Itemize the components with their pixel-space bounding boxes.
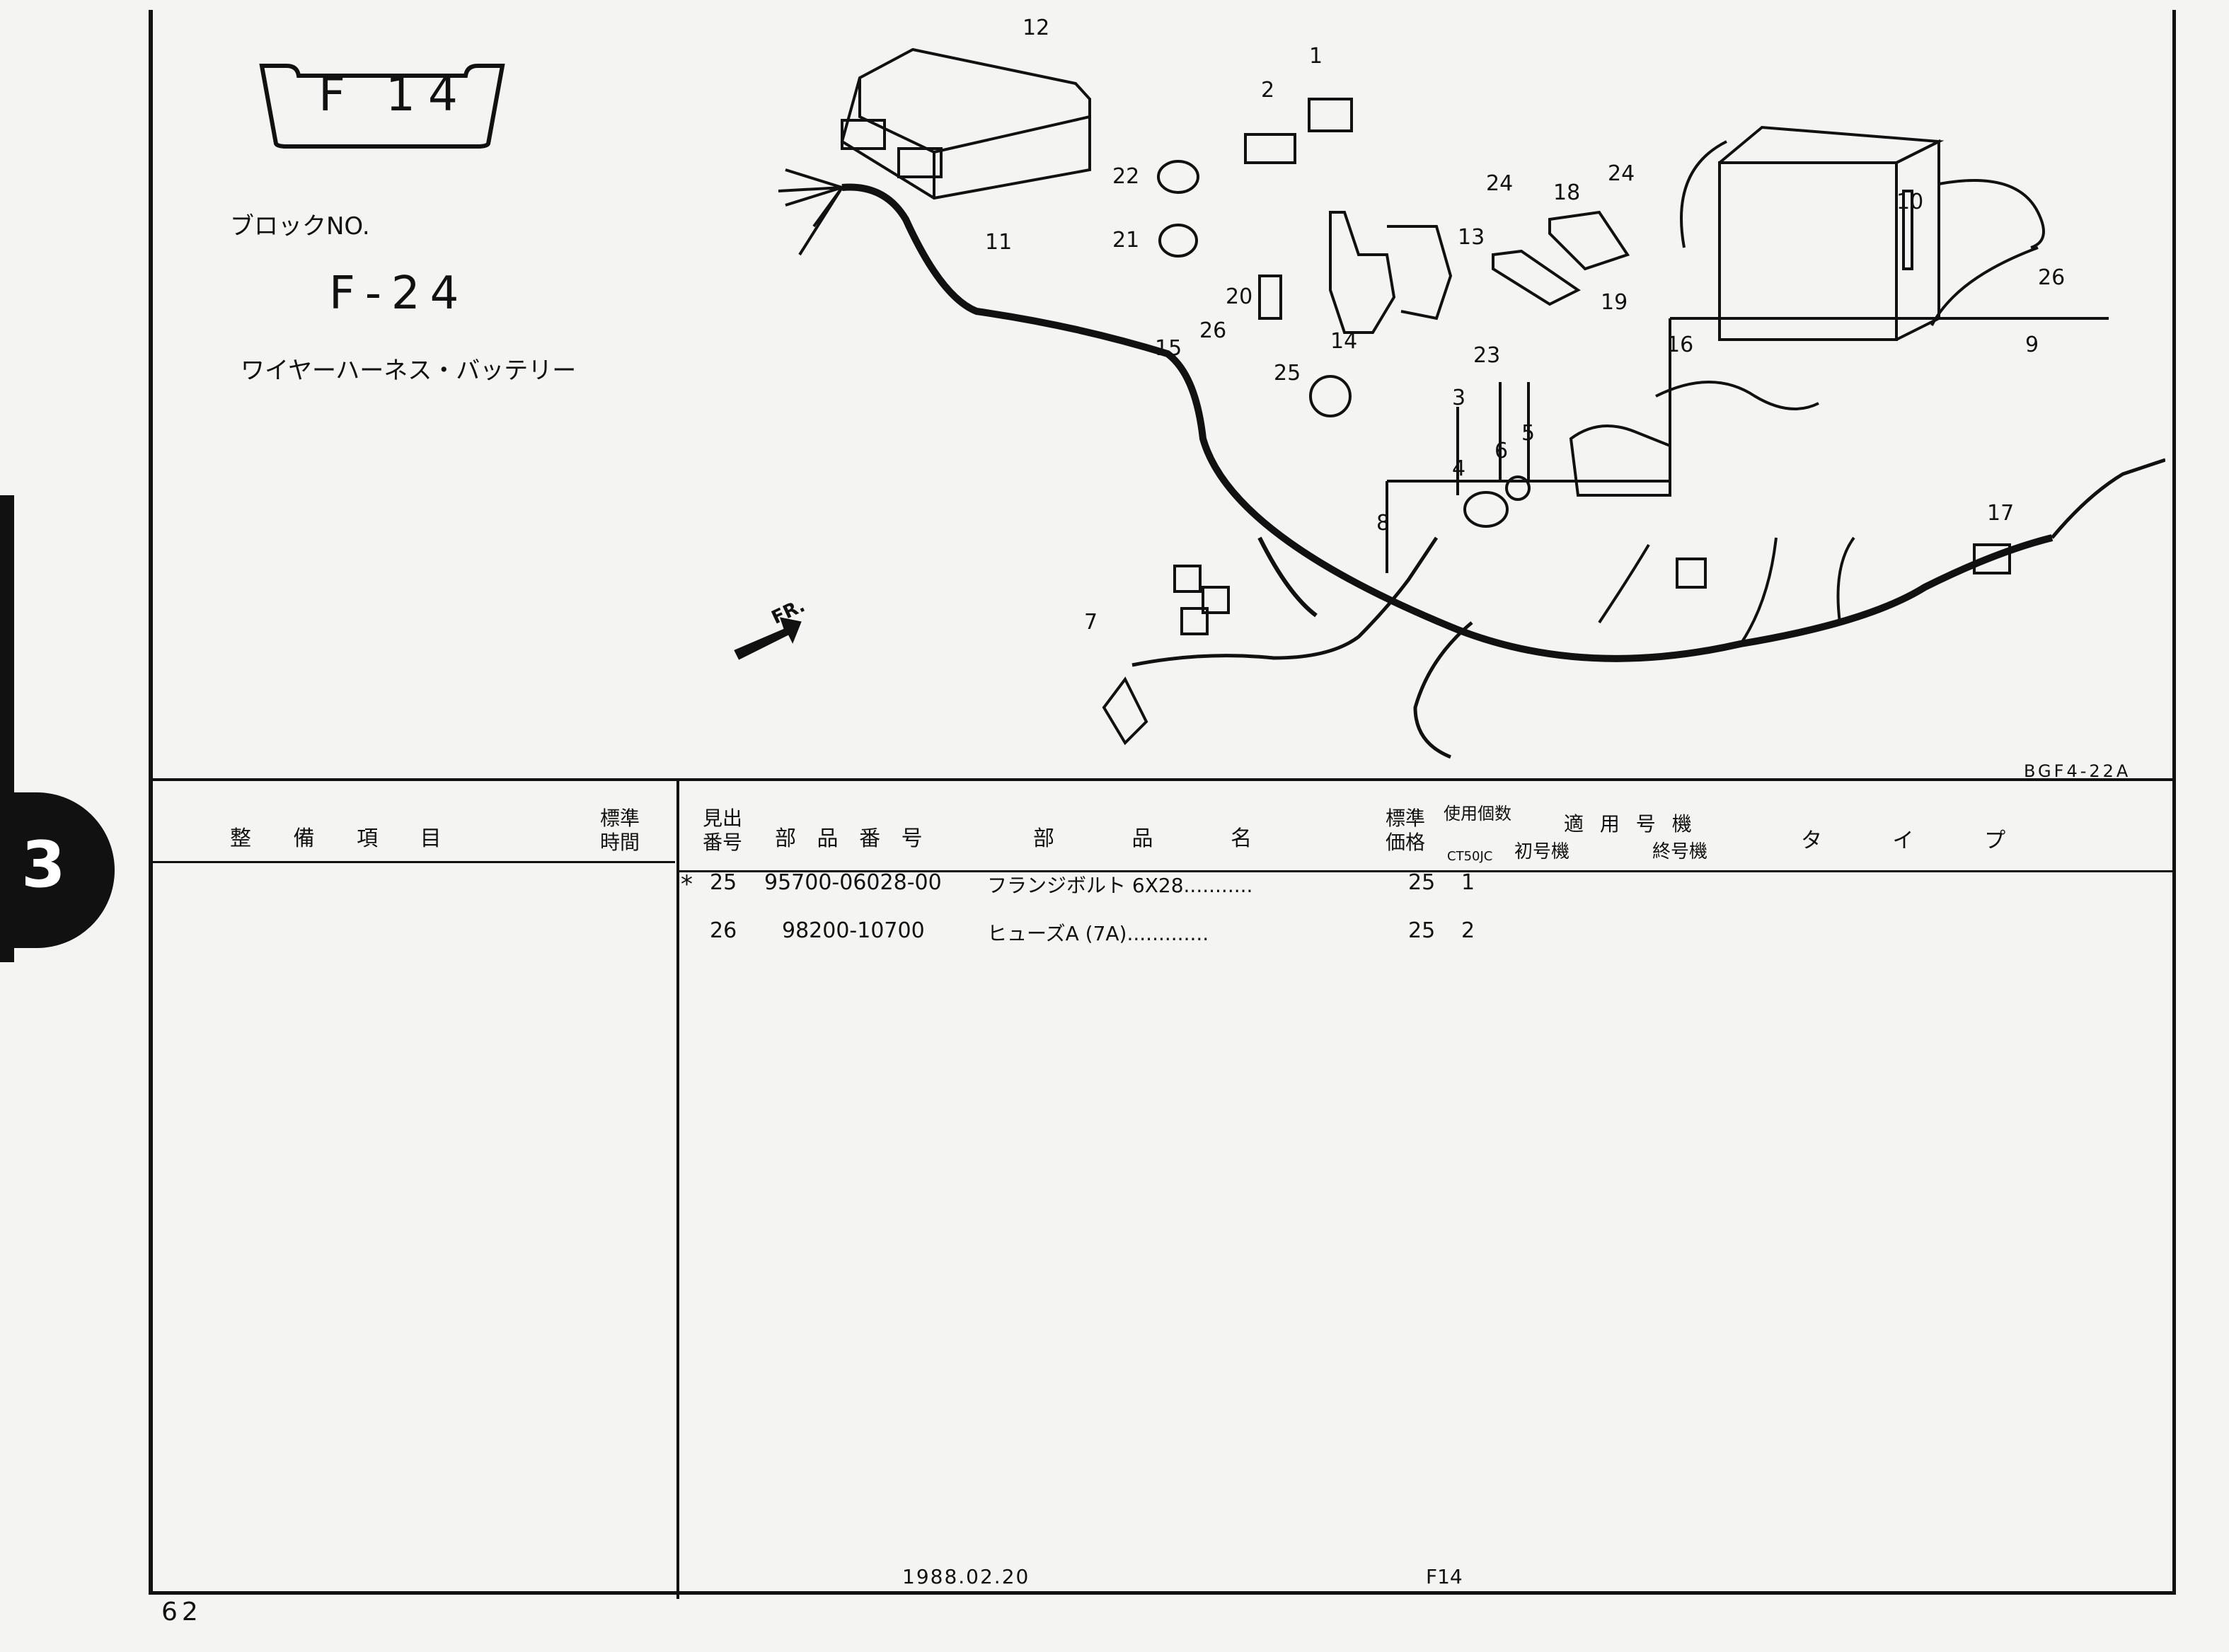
callout-18: 18 [1553,180,1581,205]
callout-9: 9 [2025,333,2039,357]
header-applicable: 適 用 号 機 [1564,812,1692,836]
header-first-no: 初号機 [1514,841,1570,862]
callout-6: 6 [1494,439,1509,463]
connector-17-illustration [1973,543,2011,574]
battery-wire-pos [1938,179,2045,249]
resistor-19-illustration [1492,249,1581,306]
callout-7: 7 [1084,610,1098,635]
header-ref-no: 見出番号 [703,807,743,854]
row-1-part-no: 95700-06028-00 [764,870,942,895]
buzzer-22-illustration [1157,160,1199,194]
table-divider [676,778,679,1599]
footer-date: 1988.02.20 [902,1565,1030,1588]
direction-arrow-icon [734,617,802,660]
row-1-price: 25 [1408,870,1436,895]
callout-25: 25 [1274,361,1301,386]
callout-1: 1 [1309,44,1323,69]
header-last-no: 終号機 [1652,841,1708,862]
table-top-rule [151,778,2175,781]
cap-6-illustration [1505,475,1531,501]
callout-15: 15 [1155,336,1182,361]
cap-21-illustration [1158,224,1198,258]
bracket-13-illustration [1329,211,1396,334]
callout-26a: 26 [1199,318,1227,343]
block-label: ブロックNO. [230,212,370,241]
holder-20-illustration [1258,275,1282,320]
row-2-ref: 26 [710,918,737,943]
plug-4-illustration [1463,491,1509,528]
row-1-ref: 25 [710,870,737,895]
callout-20: 20 [1226,284,1253,309]
callout-5: 5 [1521,421,1536,446]
header-model-code: CT50JC [1447,849,1493,864]
block-title: ワイヤーハーネス・バッテリー [241,357,577,385]
ignition-coil-illustration [1569,424,1671,497]
callout-22: 22 [1112,164,1140,189]
row-1-mark: * [681,870,693,899]
row-1-qty: 1 [1461,870,1475,895]
block-number: F-24 [329,267,469,320]
callout-12: 12 [1023,16,1050,40]
relay-2-illustration [1244,133,1296,164]
figure-id: F 14 [318,67,471,122]
header-std-time: 標準時間 [600,807,640,854]
callout-24b: 24 [1608,161,1635,186]
battery-wire-neg [1680,140,1727,248]
page-frame [149,10,2176,1595]
section-tab-number: 3 [21,828,66,902]
exploded-parts-diagram [734,47,2165,759]
header-std-price: 標準価格 [1386,807,1426,854]
cdi-unit-illustration [840,47,1091,200]
header-type: タ イ プ [1801,828,2006,853]
callout-16: 16 [1666,333,1694,357]
relay-1-illustration [1308,98,1353,132]
header-part-name: 部 品 名 [1033,826,1252,851]
battery-illustration [1718,125,1945,341]
callout-14: 14 [1330,329,1358,354]
header-rule-left [151,861,675,863]
regulator-14-illustration [1309,375,1352,417]
callout-10: 10 [1896,190,1924,214]
callout-23: 23 [1473,343,1501,368]
plug-cap-7-illustration [1102,676,1148,746]
row-2-qty: 2 [1461,918,1475,943]
main-harness-15 [841,183,2054,662]
callout-11: 11 [985,230,1013,255]
header-qty: 使用個数 [1444,804,1511,824]
page-number: 62 [161,1598,202,1627]
header-service-item: 整 備 項 目 [230,826,442,851]
fuse-10-illustration [1902,190,1913,270]
callout-4: 4 [1452,456,1466,481]
callout-13: 13 [1458,225,1485,250]
callout-24a: 24 [1486,171,1514,196]
callout-8: 8 [1376,511,1390,536]
row-1-name: フランジボルト 6X28........... [987,874,1253,897]
callout-2: 2 [1261,78,1275,103]
figure-badge [259,64,505,149]
drawing-ref: BGF4-22A [2024,761,2131,781]
footer-code: F14 [1426,1565,1463,1588]
callout-21: 21 [1112,228,1140,253]
row-2-name: ヒューズA (7A)............. [987,922,1209,945]
callout-19: 19 [1601,290,1628,315]
callout-26b: 26 [2038,265,2066,290]
row-2-part-no: 98200-10700 [782,918,925,943]
rectifier-18-illustration [1548,210,1630,271]
header-rule-right [678,870,2175,872]
wire-16 [1655,381,1819,410]
header-part-no: 部 品 番 号 [775,826,923,851]
callout-17: 17 [1987,501,2015,526]
fuse-lead-9 [1930,246,2039,326]
callout-3: 3 [1452,386,1466,410]
row-2-price: 25 [1408,918,1436,943]
